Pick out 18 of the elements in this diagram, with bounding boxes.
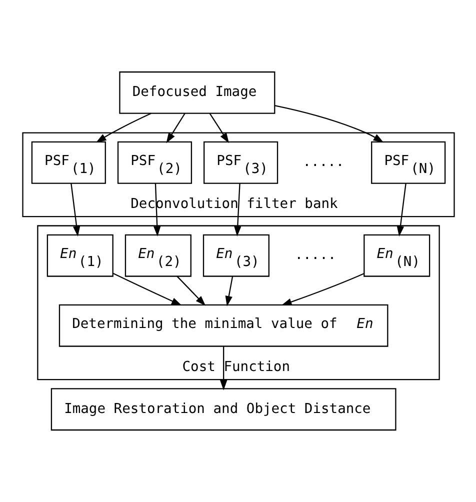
node-box: Defocused Image [118, 71, 275, 114]
arrow [95, 112, 151, 143]
arrow [274, 104, 384, 143]
arrow [152, 183, 160, 237]
arrow [219, 346, 227, 390]
arrow [280, 273, 364, 306]
arrow [70, 183, 80, 237]
arrow [396, 183, 406, 237]
arrow [166, 113, 185, 144]
arrow [224, 276, 233, 306]
arrow [234, 183, 241, 237]
label: ..... [302, 154, 344, 170]
node-box: Determining the minimal value of En [58, 304, 388, 347]
arrow [112, 272, 182, 306]
arrow [176, 276, 206, 306]
label: ..... [294, 247, 336, 264]
node-box: Image Restoration and Object Distance [50, 388, 396, 431]
arrow [208, 113, 228, 144]
